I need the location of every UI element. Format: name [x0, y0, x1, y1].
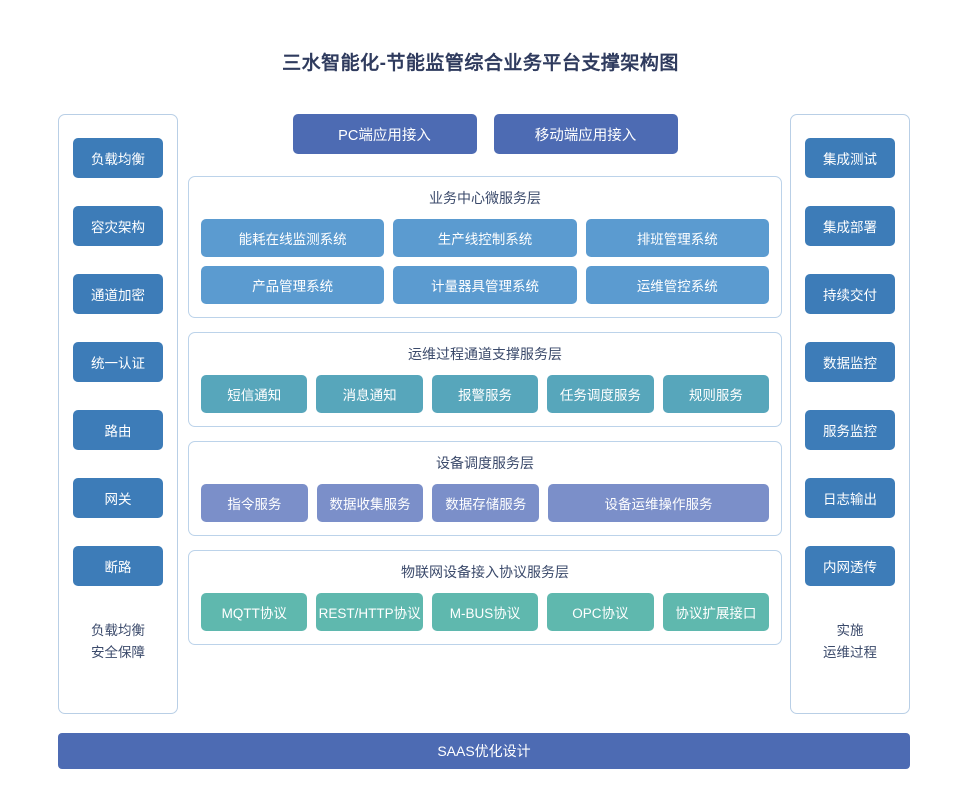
right-sidebar-footer: 实施 运维过程 — [823, 620, 877, 665]
right-sidebar-footer-line2: 运维过程 — [823, 645, 877, 661]
node-alarm-service[interactable]: 报警服务 — [431, 375, 539, 413]
layer-title-iot: 物联网设备接入协议服务层 — [401, 564, 569, 580]
right-sidebar: 集成测试 集成部署 持续交付 数据监控 服务监控 日志输出 内网透传 实施 运维… — [790, 114, 910, 714]
node-rule-service[interactable]: 规则服务 — [662, 375, 770, 413]
node-production-line-control[interactable]: 生产线控制系统 — [393, 219, 577, 257]
sidebar-item-circuit-breaker[interactable]: 断路 — [73, 546, 163, 586]
node-ops-control[interactable]: 运维管控系统 — [585, 266, 769, 304]
sidebar-item-integration-deploy[interactable]: 集成部署 — [805, 206, 895, 246]
sidebar-item-channel-encryption[interactable]: 通道加密 — [73, 274, 163, 314]
left-sidebar-footer: 负载均衡 安全保障 — [91, 620, 145, 665]
left-sidebar-footer-line1: 负载均衡 — [91, 623, 145, 638]
sidebar-item-intranet-tunneling[interactable]: 内网透传 — [805, 546, 895, 586]
node-shift-management[interactable]: 排班管理系统 — [585, 219, 769, 257]
sidebar-item-gateway[interactable]: 网关 — [73, 478, 163, 518]
sidebar-item-unified-auth[interactable]: 统一认证 — [73, 342, 163, 382]
node-product-management[interactable]: 产品管理系统 — [201, 266, 385, 304]
node-sms-notification[interactable]: 短信通知 — [201, 375, 308, 413]
layer-ops-channel-support: 运维过程通道支撑服务层 短信通知 消息通知 报警服务 任务调度服务 规则服务 — [188, 332, 782, 427]
layer-title-device: 设备调度服务层 — [436, 455, 534, 471]
sidebar-item-data-monitoring[interactable]: 数据监控 — [805, 342, 895, 382]
page-title: 三水智能化-节能监管综合业务平台支撑架构图 — [282, 53, 679, 74]
layer-business-microservice: 业务中心微服务层 能耗在线监测系统 生产线控制系统 排班管理系统 产品管理系统 … — [188, 176, 782, 318]
node-mbus-protocol[interactable]: M-BUS协议 — [431, 593, 539, 631]
sidebar-item-dr-architecture[interactable]: 容灾架构 — [73, 206, 163, 246]
sidebar-item-load-balance[interactable]: 负载均衡 — [73, 138, 163, 178]
node-data-storage-service[interactable]: 数据存储服务 — [432, 484, 540, 522]
node-mqtt-protocol[interactable]: MQTT协议 — [201, 593, 308, 631]
node-metering-device-management[interactable]: 计量器具管理系统 — [393, 266, 577, 304]
sidebar-item-integration-test[interactable]: 集成测试 — [805, 138, 895, 178]
node-message-notification[interactable]: 消息通知 — [316, 375, 423, 413]
sidebar-item-service-monitoring[interactable]: 服务监控 — [805, 410, 895, 450]
node-opc-protocol[interactable]: OPC协议 — [547, 593, 654, 631]
sidebar-item-log-output[interactable]: 日志输出 — [805, 478, 895, 518]
layer-row: 指令服务 数据收集服务 数据存储服务 设备运维操作服务 — [201, 484, 769, 522]
layer-row: 能耗在线监测系统 生产线控制系统 排班管理系统 — [201, 219, 769, 257]
node-device-ops-service[interactable]: 设备运维操作服务 — [548, 484, 769, 522]
node-command-service[interactable]: 指令服务 — [201, 484, 308, 522]
layer-row: MQTT协议 REST/HTTP协议 M-BUS协议 OPC协议 协议扩展接口 — [201, 593, 770, 631]
center-column: PC端应用接入 移动端应用接入 业务中心微服务层 能耗在线监测系统 生产线控制系… — [188, 114, 782, 714]
sidebar-item-continuous-delivery[interactable]: 持续交付 — [805, 274, 895, 314]
layer-row: 短信通知 消息通知 报警服务 任务调度服务 规则服务 — [201, 375, 770, 413]
pc-access-button[interactable]: PC端应用接入 — [292, 114, 477, 154]
sidebar-item-routing[interactable]: 路由 — [73, 410, 163, 450]
node-rest-http-protocol[interactable]: REST/HTTP协议 — [316, 593, 423, 631]
right-sidebar-footer-line1: 实施 — [836, 623, 864, 638]
layer-row: 产品管理系统 计量器具管理系统 运维管控系统 — [201, 266, 769, 304]
left-sidebar-footer-line2: 安全保障 — [91, 645, 145, 661]
layer-title-business: 业务中心微服务层 — [429, 190, 541, 206]
node-task-scheduling-service[interactable]: 任务调度服务 — [547, 375, 654, 413]
node-protocol-extension-interface[interactable]: 协议扩展接口 — [662, 593, 770, 631]
mobile-access-button[interactable]: 移动端应用接入 — [493, 114, 678, 154]
left-sidebar: 负载均衡 容灾架构 通道加密 统一认证 路由 网关 断路 负载均衡 安全保障 — [58, 114, 178, 714]
layer-title-ops: 运维过程通道支撑服务层 — [408, 346, 562, 362]
layer-device-dispatch: 设备调度服务层 指令服务 数据收集服务 数据存储服务 设备运维操作服务 — [188, 441, 782, 536]
access-buttons-row: PC端应用接入 移动端应用接入 — [188, 114, 782, 154]
layer-iot-protocol: 物联网设备接入协议服务层 MQTT协议 REST/HTTP协议 M-BUS协议 … — [188, 550, 782, 645]
node-data-collection-service[interactable]: 数据收集服务 — [316, 484, 424, 522]
saas-optimization-bar[interactable]: SAAS优化设计 — [58, 733, 910, 769]
node-energy-monitoring[interactable]: 能耗在线监测系统 — [201, 219, 385, 257]
